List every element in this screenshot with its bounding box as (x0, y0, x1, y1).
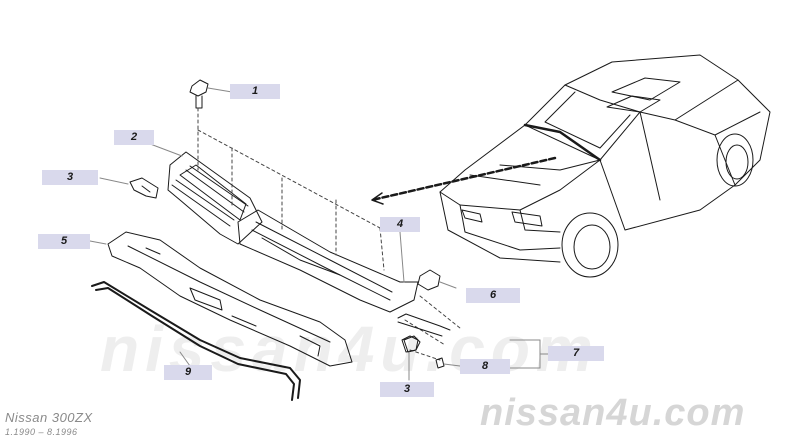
part-3-clip-upper (99, 177, 159, 199)
callout-part-8[interactable]: 8 (460, 359, 510, 374)
part-1-clip (189, 79, 233, 109)
year-range-label: 1.1990 – 8.1996 (5, 427, 78, 437)
car-illustration (439, 54, 771, 278)
callout-part-4[interactable]: 4 (380, 217, 420, 232)
callout-part-3-lower[interactable]: 3 (380, 382, 434, 397)
callout-part-6[interactable]: 6 (466, 288, 520, 303)
callout-part-5[interactable]: 5 (38, 234, 90, 249)
callout-part-2[interactable]: 2 (114, 130, 154, 145)
watermark-site-name: nissan4u.com (480, 392, 746, 434)
part-5-cowl-panel (89, 231, 353, 367)
model-label: Nissan 300ZX (5, 410, 93, 425)
part-6-clip (417, 269, 457, 291)
part-2-cowl-grille (144, 141, 263, 245)
part-3-clip-lower (401, 335, 419, 381)
part-4-cowl-top (237, 209, 419, 313)
cowl-location-arrow (370, 156, 557, 202)
part-9-seal-strip (91, 281, 301, 401)
callout-part-7[interactable]: 7 (548, 346, 604, 361)
callout-part-3-upper[interactable]: 3 (42, 170, 98, 185)
callout-part-1[interactable]: 1 (230, 84, 280, 99)
callout-part-9[interactable]: 9 (164, 365, 212, 380)
